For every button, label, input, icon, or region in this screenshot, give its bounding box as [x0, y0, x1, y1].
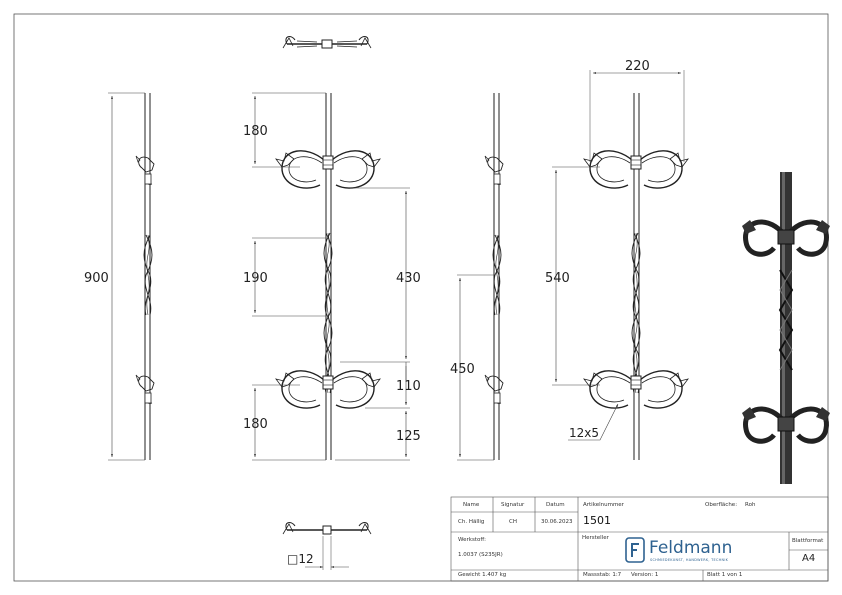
top-view	[282, 36, 372, 49]
dimension-180-top: 180	[243, 124, 268, 139]
brand-tagline: SCHMIEDEKUNST, HANDWERK, TECHNIK	[650, 558, 729, 562]
article-number: 1501	[583, 514, 611, 527]
dimension-450: 450	[450, 362, 475, 377]
signature-label: Signatur	[501, 502, 525, 508]
manufacturer-label: Hersteller	[582, 535, 609, 541]
bottom-section-view	[282, 522, 372, 570]
feldmann-logo: Feldmann SCHMIEDEKUNST, HANDWERK, TECHNI…	[625, 537, 775, 565]
dimension-190: 190	[243, 271, 268, 286]
dimension-12x5: 12x5	[569, 426, 599, 440]
front-view	[252, 92, 410, 461]
surface-value: Roh	[745, 502, 756, 508]
side-view-left	[108, 92, 155, 461]
signature-value: CH	[509, 519, 517, 525]
material-label: Werkstoff:	[458, 537, 486, 543]
material-value: 1.0037 (S235JR)	[458, 552, 503, 558]
article-label: Artikelnummer	[583, 502, 624, 508]
name-label: Name	[463, 502, 480, 508]
side-view-middle	[457, 93, 504, 461]
dimension-430: 430	[396, 271, 421, 286]
dimension-110: 110	[396, 379, 421, 394]
scale: Massstab: 1:7	[583, 572, 622, 578]
front-view-right	[552, 70, 689, 460]
date-value: 30.06.2023	[541, 519, 573, 525]
dimension-180-bottom: 180	[243, 417, 268, 432]
sheet-number: Blatt 1 von 1	[707, 572, 743, 578]
sheet-format-value: A4	[802, 553, 816, 564]
brand-name: Feldmann	[649, 538, 733, 558]
dimension-540: 540	[545, 271, 570, 286]
feldmann-f-icon	[625, 537, 645, 563]
title-block-frame	[450, 496, 829, 582]
dimension-220: 220	[625, 59, 650, 74]
iron-baluster-3d-render	[742, 172, 830, 484]
sheet-format-label: Blattformat	[792, 538, 824, 544]
weight: Gewicht 1.407 kg	[458, 572, 507, 578]
name-value: Ch. Hällig	[458, 519, 485, 525]
dimension-900: 900	[84, 271, 109, 286]
date-label: Datum	[546, 502, 565, 508]
sheet-border	[13, 13, 829, 582]
dimension-125: 125	[396, 429, 421, 444]
version: Version: 1	[631, 572, 659, 578]
surface-label: Oberfläche:	[705, 502, 738, 508]
dimension-square-12: □12	[287, 552, 314, 566]
